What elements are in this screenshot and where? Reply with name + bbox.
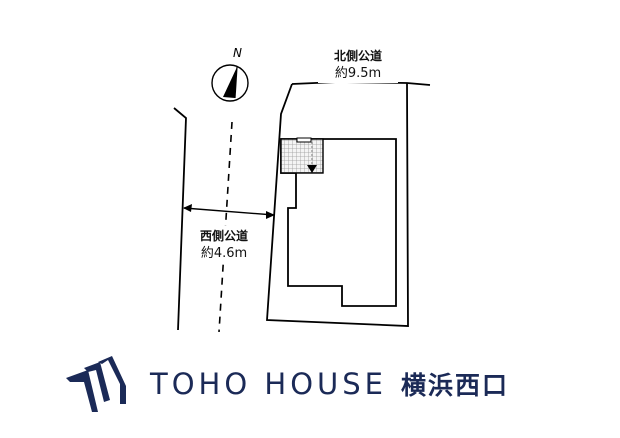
house-logo-icon bbox=[66, 356, 126, 412]
west-road-width: 約4.6m bbox=[200, 246, 248, 261]
west-road-label: 西側公道 約4.6m bbox=[192, 226, 256, 264]
entrance-porch bbox=[280, 137, 324, 174]
site-plan: N 北側公道 約9.5m 西側公道 約4.6m bbox=[173, 46, 431, 333]
site-plan-drawing bbox=[173, 64, 431, 333]
brand-name: TOHO HOUSE bbox=[150, 367, 387, 401]
west-road-left-edge bbox=[173, 107, 187, 331]
north-road-label: 北側公道 約9.5m bbox=[318, 47, 398, 83]
west-road-dimension-arrow bbox=[183, 204, 275, 219]
brand-branch: 横浜西口 bbox=[400, 371, 509, 400]
north-arrow-icon bbox=[211, 64, 249, 102]
entrance-arrow-icon bbox=[307, 165, 317, 173]
north-road-width: 約9.5m bbox=[334, 66, 382, 81]
north-letter: N bbox=[233, 46, 242, 60]
north-road-name: 北側公道 bbox=[333, 49, 382, 63]
brand-logo: TOHO HOUSE 横浜西口 bbox=[66, 356, 546, 412]
west-road-name: 西側公道 bbox=[199, 229, 248, 243]
